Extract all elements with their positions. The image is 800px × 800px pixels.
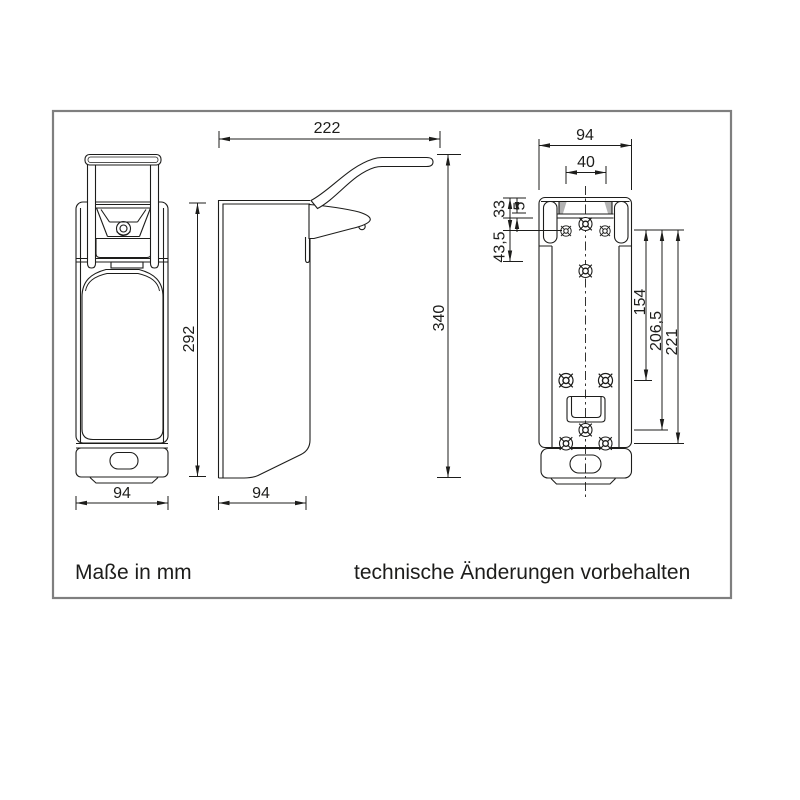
front-view xyxy=(75,153,169,484)
dim-label-154: 154 xyxy=(632,289,649,316)
back-holder-lip xyxy=(550,478,616,485)
dim-label-94-back: 94 xyxy=(576,127,594,144)
side-pump-housing xyxy=(308,203,371,240)
dim-label-94-front: 94 xyxy=(113,485,131,502)
front-view-dimensions xyxy=(75,202,206,510)
pump-nozzle-arc xyxy=(116,231,131,236)
dim-line-94-back xyxy=(538,139,632,190)
lever-leg-right xyxy=(149,164,160,269)
dim-label-33: 33 xyxy=(492,200,509,218)
back-holder-cutout xyxy=(569,454,602,474)
lever-bar xyxy=(84,153,162,166)
right-dim-lines xyxy=(645,230,679,444)
side-cover-outline xyxy=(218,204,311,479)
dim-label-206-5: 206,5 xyxy=(648,311,665,351)
dim-label-94-side: 94 xyxy=(252,485,270,502)
screw-icon xyxy=(597,372,614,389)
left-dim-ticks xyxy=(503,197,562,262)
keyhole-slot-left xyxy=(542,200,558,244)
lever-leg-left xyxy=(86,164,97,269)
pump-nozzle-inner xyxy=(119,224,128,233)
screw-icon xyxy=(578,216,593,232)
dim-label-292: 292 xyxy=(181,326,198,353)
footer-changes-note: technische Änderungen vorbehalten xyxy=(354,561,690,584)
screw-icon xyxy=(599,225,611,237)
dim-label-340: 340 xyxy=(431,305,448,332)
lever-bar-inner xyxy=(87,156,159,163)
screw-icon xyxy=(578,422,593,438)
dim-line-222 xyxy=(218,131,441,148)
screw-icon xyxy=(558,372,574,389)
back-view xyxy=(538,186,633,497)
screw-icon xyxy=(560,225,572,237)
dim-label-221: 221 xyxy=(664,329,681,356)
bottle-outline xyxy=(81,268,164,441)
bottle-shoulder-line xyxy=(85,273,160,292)
pump-nozzle-outer xyxy=(115,220,132,237)
dim-line-340 xyxy=(437,154,461,478)
side-pusher xyxy=(304,237,311,264)
screw-icon xyxy=(598,436,613,451)
dim-label-5: 5 xyxy=(512,201,529,210)
holder-cutout xyxy=(109,451,139,470)
back-view-dimensions xyxy=(503,139,684,444)
drawing-frame xyxy=(51,109,733,600)
screw-icon xyxy=(578,263,593,279)
side-lever-arm xyxy=(310,156,434,210)
recess-shading xyxy=(558,202,613,214)
side-view-dimensions xyxy=(218,131,461,510)
keyhole-slot-right xyxy=(613,200,629,244)
dim-label-43-5: 43,5 xyxy=(492,231,509,262)
recess-edges xyxy=(557,201,614,219)
footer: Maße in mm technische Änderungen vorbeha… xyxy=(75,561,690,584)
dim-label-40: 40 xyxy=(577,154,595,171)
dim-label-222: 222 xyxy=(314,120,341,137)
side-wall-plate xyxy=(217,199,310,478)
holder-box xyxy=(75,447,169,478)
side-view xyxy=(217,156,434,479)
handle-recess xyxy=(566,395,606,423)
back-holder-box xyxy=(540,447,633,479)
screw-icon xyxy=(558,436,574,451)
footer-units-note: Maße in mm xyxy=(75,561,192,584)
pump-funnel xyxy=(95,203,152,238)
back-inner-contour xyxy=(539,245,632,448)
holder-lip xyxy=(89,477,159,484)
right-dim-ticks xyxy=(634,229,684,444)
